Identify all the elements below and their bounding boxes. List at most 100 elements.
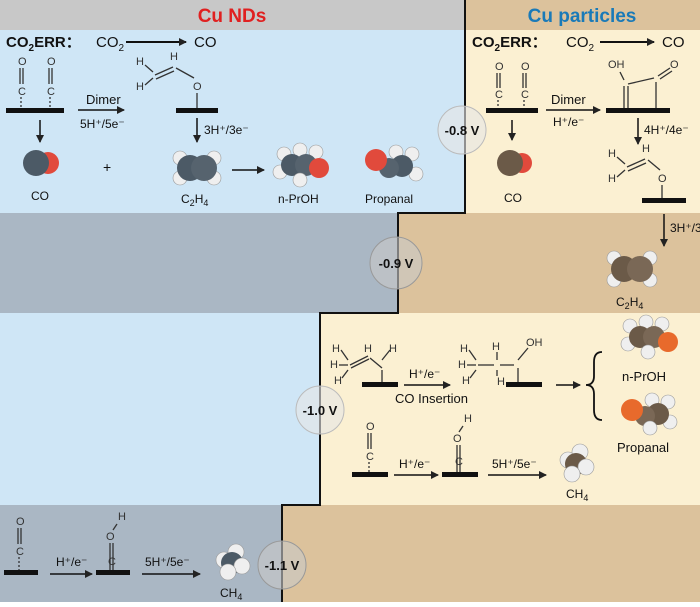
right-co-product: CO: [662, 34, 685, 51]
right-branch-brace: [585, 351, 603, 421]
right-ethyl-adsorbate: H H H H H: [330, 343, 398, 387]
potential-0.9: -0.9 V: [369, 236, 423, 290]
right-ch4-molecule: [559, 443, 595, 483]
right-adsorbed-co-pair: O C O C: [486, 61, 538, 113]
potential-label-1.1: -1.1 V: [265, 558, 300, 573]
svg-text:H: H: [464, 413, 472, 425]
svg-text:H: H: [136, 81, 144, 93]
svg-text:H: H: [136, 56, 144, 68]
left-title: Cu NDs: [198, 6, 267, 27]
svg-text:C: C: [521, 89, 529, 101]
right-co-molecule: [497, 150, 532, 176]
right-title: Cu particles: [528, 6, 637, 27]
right-propanal-label: Propanal: [617, 440, 669, 455]
svg-text:H: H: [364, 343, 372, 355]
right-cohd-adsorbate: H O C: [442, 413, 478, 477]
left-co-label: CO: [31, 189, 49, 203]
right-adsorbed-co: O C: [352, 421, 388, 477]
nd-region-3: [0, 313, 320, 505]
boundary-line: [281, 0, 466, 602]
svg-text:H: H: [497, 376, 505, 388]
nd-region-4: [0, 505, 282, 602]
right-propanal-molecule: [621, 392, 678, 436]
potential-label-1.0: -1.0 V: [303, 403, 338, 418]
svg-text:H: H: [462, 375, 470, 387]
right-npoh-label: n-PrOH: [622, 369, 666, 384]
svg-text:H: H: [332, 343, 340, 355]
svg-text:O: O: [495, 61, 504, 73]
svg-text:H: H: [608, 173, 616, 185]
potential-label-0.9: -0.9 V: [379, 256, 414, 271]
svg-text:O: O: [16, 516, 25, 528]
svg-text:O: O: [47, 56, 56, 68]
left-dimer-cond: 5H⁺/5e⁻: [80, 117, 125, 131]
right-propionyl-adsorbate: H H H H H OH: [458, 337, 543, 388]
right-vinyloxy: H H H O: [608, 143, 686, 203]
left-cohd-adsorbate: H O C: [96, 511, 130, 575]
right-ch4-cond1: H⁺/e⁻: [399, 457, 430, 471]
svg-text:O: O: [366, 421, 375, 433]
right-dimer-label: Dimer: [551, 92, 586, 107]
svg-text:O: O: [106, 531, 115, 543]
svg-text:H: H: [608, 148, 616, 160]
right-c2h4-label: C2H4: [616, 295, 643, 311]
right-ch4-cond2: 5H⁺/5e⁻: [492, 457, 537, 471]
svg-text:H: H: [492, 341, 500, 353]
right-header-bar: [465, 0, 700, 30]
potential-label-0.8: -0.8 V: [445, 123, 480, 138]
right-co2err-label: CO2ERR：: [472, 34, 547, 54]
particles-region-2: [398, 213, 700, 313]
left-dimer-label: Dimer: [86, 92, 121, 107]
svg-text:C: C: [47, 86, 55, 98]
right-npoh-molecule: [620, 314, 678, 360]
particles-region-4: [282, 505, 700, 602]
svg-text:H: H: [460, 343, 468, 355]
svg-text:C: C: [18, 86, 26, 98]
right-step2-cond: 4H⁺/4e⁻: [644, 123, 689, 137]
right-ch4-label: CH4: [566, 487, 588, 503]
potential-1.1: -1.1 V: [257, 540, 307, 590]
left-adsorbed-co: O C: [4, 516, 38, 575]
svg-text:H: H: [330, 359, 338, 371]
right-co-insertion-label: CO Insertion: [395, 391, 468, 406]
left-ch4-cond2: 5H⁺/5e⁻: [145, 555, 190, 569]
svg-text:O: O: [658, 173, 667, 185]
svg-text:O: O: [521, 61, 530, 73]
svg-text:O: O: [193, 81, 202, 93]
left-co2: CO2: [96, 34, 125, 54]
svg-text:O: O: [453, 433, 462, 445]
left-c2h4-label: C2H4: [181, 192, 208, 208]
svg-text:OH: OH: [526, 337, 543, 349]
potential-0.8: -0.8 V: [437, 105, 487, 155]
left-vinyloxy: H H H O: [136, 51, 218, 113]
svg-text:C: C: [455, 456, 463, 468]
nd-region-1: [0, 0, 465, 213]
right-co-label: CO: [504, 191, 522, 205]
nd-region-2: [0, 213, 398, 313]
svg-text:H: H: [458, 359, 466, 371]
svg-text:H: H: [118, 511, 126, 523]
right-dimer-cond: H⁺/e⁻: [553, 115, 584, 129]
svg-text:OH: OH: [608, 59, 625, 71]
left-co2err-label: CO2ERR：: [6, 34, 81, 54]
left-c2h4-molecule: [172, 150, 222, 186]
svg-text:H: H: [642, 143, 650, 155]
svg-text:H: H: [334, 375, 342, 387]
left-propanal-molecule: [365, 144, 424, 182]
left-plus: +: [103, 159, 111, 175]
svg-text:C: C: [495, 89, 503, 101]
right-step3-cond: 3H⁺/3e⁻: [670, 221, 700, 235]
right-co2: CO2: [566, 34, 595, 54]
left-npoh-label: n-PrOH: [278, 192, 319, 206]
svg-text:C: C: [16, 546, 24, 558]
left-ch4-cond1: H⁺/e⁻: [56, 555, 87, 569]
left-co-molecule: [23, 150, 59, 176]
svg-text:H: H: [170, 51, 178, 63]
svg-text:C: C: [108, 556, 116, 568]
left-ch4-molecule: [215, 543, 251, 581]
svg-text:C: C: [366, 451, 374, 463]
left-header-bar: [0, 0, 465, 30]
right-c2h4-molecule: [606, 250, 658, 288]
